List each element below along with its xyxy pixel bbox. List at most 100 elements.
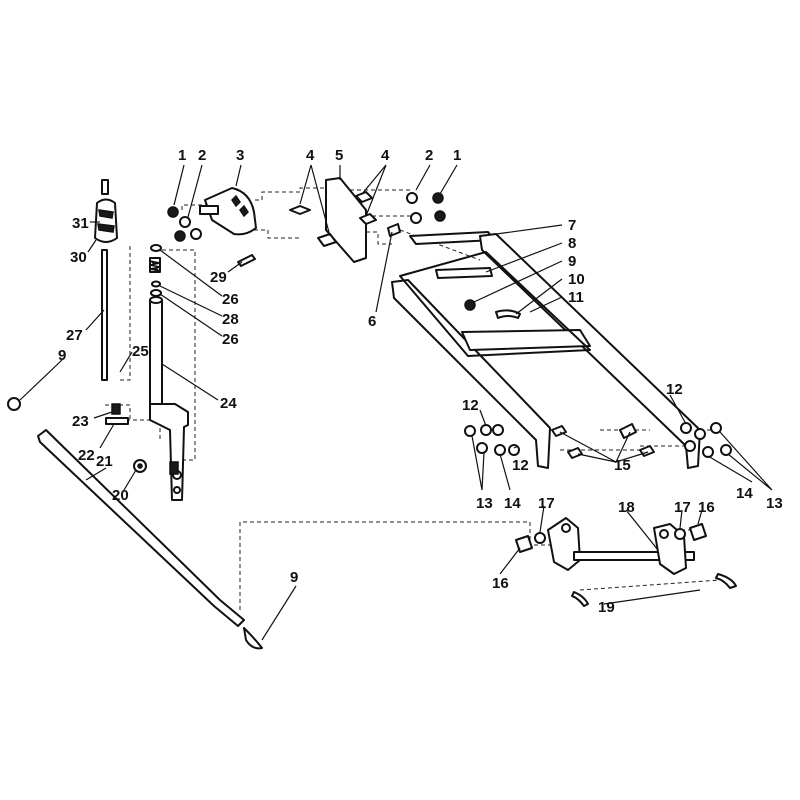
callout-8: 8 <box>568 235 576 252</box>
bracket-bolt <box>169 461 179 475</box>
callout-12c: 12 <box>666 381 683 398</box>
callout-2b: 2 <box>425 147 433 164</box>
nut-1a-lower <box>174 230 186 242</box>
callout-4b: 4 <box>381 147 390 164</box>
callout-11: 11 <box>568 289 584 306</box>
washer-2a <box>179 216 191 228</box>
pivot-shaft <box>199 205 219 215</box>
shift-link-rod-body <box>37 429 245 627</box>
callout-7: 7 <box>568 217 576 234</box>
knob-grip-texture <box>97 209 115 233</box>
callout-21: 21 <box>96 453 113 470</box>
callout-6: 6 <box>368 313 376 330</box>
pin-6 <box>387 223 401 237</box>
shift-lever-assembly <box>94 179 256 501</box>
nut-1b <box>434 210 446 222</box>
pin-23 <box>111 403 121 415</box>
nut-1a <box>167 206 179 218</box>
washer-17b <box>674 528 686 540</box>
nut-13a-bot <box>476 442 488 454</box>
pivot-plate-3 <box>204 187 257 236</box>
callout-17b: 17 <box>674 499 691 516</box>
frame-floor-plate <box>399 251 591 357</box>
callout-30: 30 <box>70 249 87 266</box>
hairpin-10 <box>495 309 521 319</box>
callout-31: 31 <box>72 215 89 232</box>
main-frame <box>391 231 701 469</box>
washer-14b-bot <box>702 446 714 458</box>
shift-link-rod <box>7 397 263 650</box>
bolt-15b <box>567 447 583 459</box>
callout-29: 29 <box>210 269 227 286</box>
callout-15: 15 <box>614 457 631 474</box>
callout-25: 25 <box>132 343 149 360</box>
frame-side-hardware <box>464 422 732 459</box>
washer-26a <box>150 244 162 252</box>
callout-1a: 1 <box>178 147 186 164</box>
callout-17a: 17 <box>538 495 555 512</box>
washer-12b-bot <box>684 440 696 452</box>
callout-20: 20 <box>112 487 129 504</box>
leader-lines <box>19 164 773 641</box>
callout-27: 27 <box>66 327 83 344</box>
callout-4a: 4 <box>306 147 315 164</box>
bushing-16b <box>689 523 707 541</box>
frame-cross-bar-8 <box>435 267 493 279</box>
callout-22: 22 <box>78 447 95 464</box>
nut-1b-lower <box>432 192 444 204</box>
callout-10: 10 <box>568 271 585 288</box>
bolt-4b <box>317 233 337 247</box>
callout-23: 23 <box>72 413 89 430</box>
callout-3: 3 <box>236 147 244 164</box>
callout-12a: 12 <box>462 397 479 414</box>
hairpin-19a <box>571 591 589 607</box>
callout-9b: 9 <box>58 347 66 364</box>
pivot-plate-3-notches <box>231 194 249 218</box>
shift-post-cap <box>149 296 163 304</box>
hairpin-9b <box>7 397 21 411</box>
callout-9a: 9 <box>568 253 576 270</box>
bolt-15a <box>551 425 567 437</box>
washer-20-hole <box>137 463 143 469</box>
bolt-4a <box>289 205 311 215</box>
washer-17a <box>534 532 546 544</box>
nut-9a <box>464 299 476 311</box>
washer-28 <box>151 280 161 288</box>
callout-24: 24 <box>220 395 237 412</box>
callout-12b: 12 <box>512 457 529 474</box>
lock-pin-22 <box>105 417 129 425</box>
callout-19: 19 <box>598 599 615 616</box>
cotter-pin-29 <box>237 254 256 267</box>
callout-numbers: 1 2 3 4 5 4 2 1 7 8 9 10 11 6 31 30 29 2… <box>58 147 783 616</box>
callout-26b: 26 <box>222 331 239 348</box>
callout-18: 18 <box>618 499 635 516</box>
washer-12b-top <box>680 422 692 434</box>
shift-post-tube <box>149 299 163 411</box>
washer-26b <box>150 289 162 297</box>
washer-2a-lower <box>190 228 202 240</box>
nut-13b-top <box>710 422 722 434</box>
callout-2a: 2 <box>198 147 206 164</box>
bracket-hole-b <box>173 486 181 494</box>
knob-grip <box>94 198 118 243</box>
axle-arm-left-hole <box>561 523 571 533</box>
washer-14a-bot <box>494 444 506 456</box>
shift-bracket <box>149 403 189 501</box>
hairpin-9c <box>243 627 263 650</box>
washer-14b-top <box>694 428 706 440</box>
hairpin-19b <box>715 573 737 589</box>
washer-14a-top <box>480 424 492 436</box>
shift-rod <box>101 249 108 381</box>
nut-13a-top <box>464 425 476 437</box>
callout-16a: 16 <box>492 575 509 592</box>
callout-1b: 1 <box>453 147 461 164</box>
callout-9c: 9 <box>290 569 298 586</box>
callout-5: 5 <box>335 147 343 164</box>
callout-13a: 13 <box>476 495 493 512</box>
bolt-15c <box>619 423 637 439</box>
callout-14a: 14 <box>504 495 521 512</box>
lower-axle-assembly <box>515 517 737 607</box>
callout-16b: 16 <box>698 499 715 516</box>
assembly-dashed-lines <box>105 187 721 610</box>
axle-shaft-18 <box>573 551 695 561</box>
